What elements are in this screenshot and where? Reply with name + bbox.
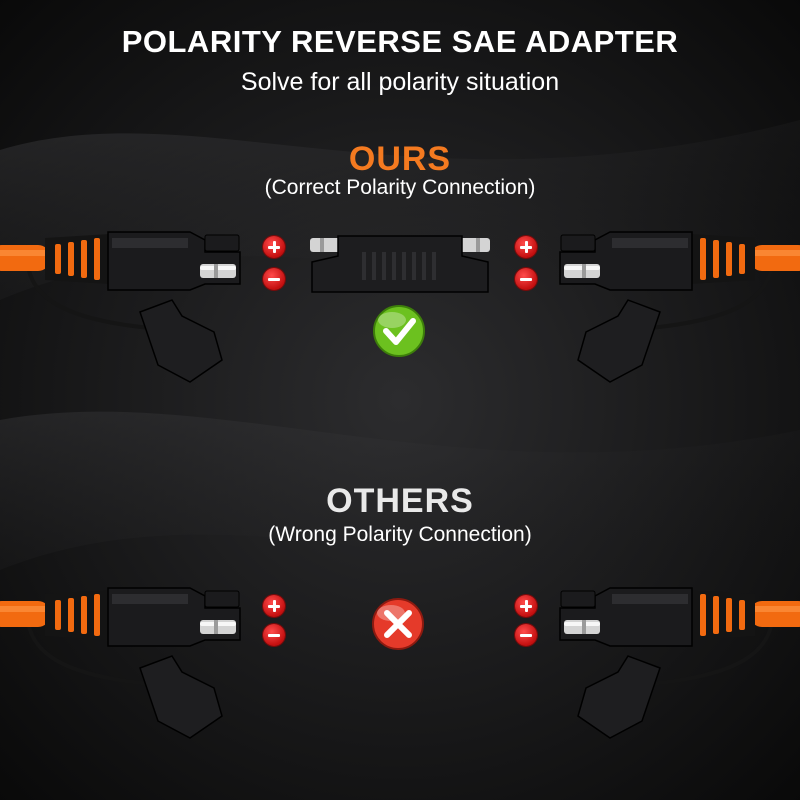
others-caption: (Wrong Polarity Connection) [268, 523, 532, 546]
others-heading: OTHERS [326, 482, 474, 520]
minus-icon [263, 624, 285, 646]
check-icon [373, 305, 425, 357]
page-title: POLARITY REVERSE SAE ADAPTER [121, 24, 679, 59]
cross-icon [372, 598, 424, 650]
plus-icon [515, 595, 537, 617]
plus-icon [263, 595, 285, 617]
page-subtitle: Solve for all polarity situation [240, 68, 560, 96]
minus-icon [515, 624, 537, 646]
left-connector-top [0, 230, 242, 384]
right-connector-bottom [558, 586, 800, 740]
minus-icon [263, 268, 285, 290]
ours-heading: OURS [348, 140, 452, 178]
plus-icon [515, 236, 537, 258]
sae-adapter [309, 235, 491, 293]
left-connector-bottom [0, 586, 242, 740]
plus-icon [263, 236, 285, 258]
minus-icon [515, 268, 537, 290]
ours-caption: (Correct Polarity Connection) [264, 176, 536, 199]
right-connector-top [558, 230, 800, 384]
